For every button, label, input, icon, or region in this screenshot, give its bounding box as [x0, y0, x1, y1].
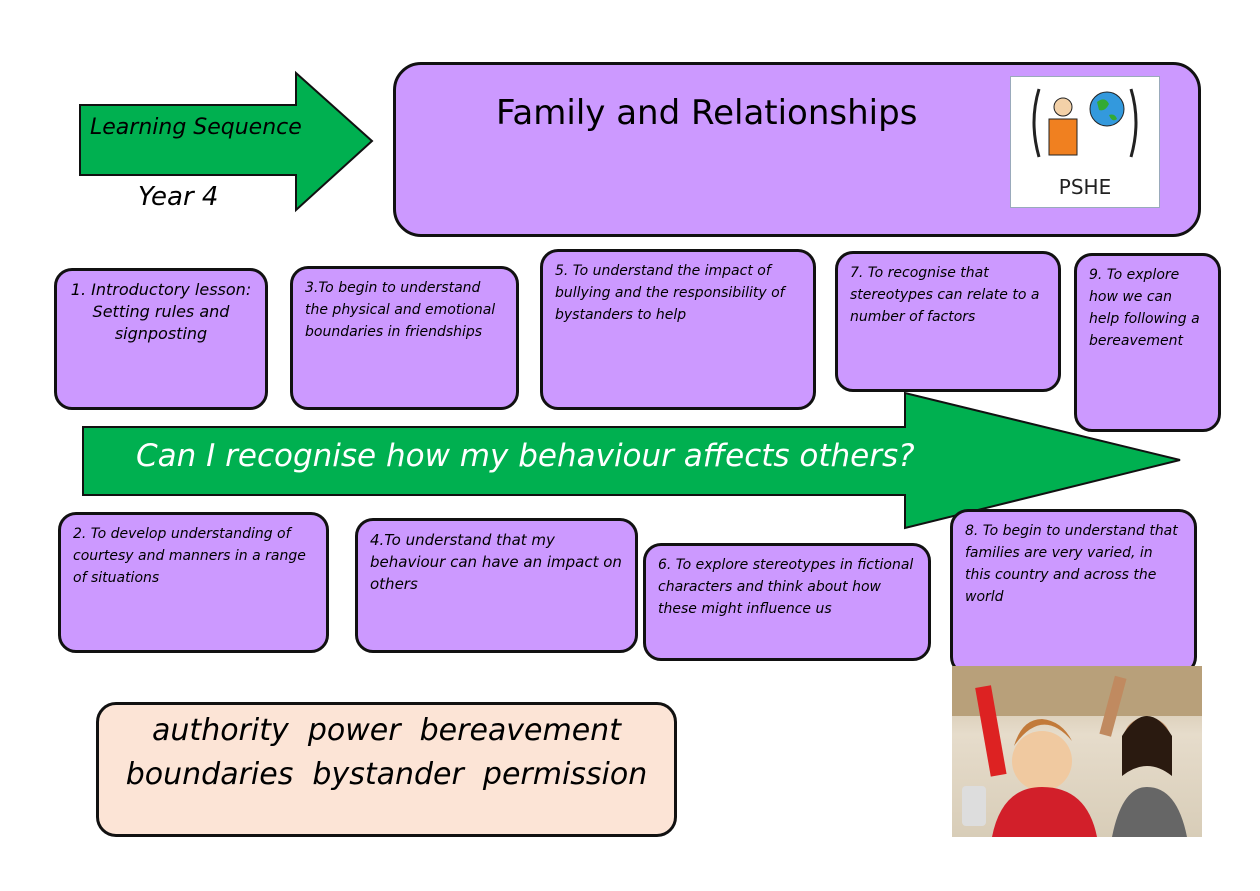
- lesson-6: 6. To explore stereotypes in fictional c…: [643, 543, 931, 661]
- lesson-7: 7. To recognise that stereotypes can rel…: [835, 251, 1061, 392]
- pshe-icon: PSHE: [1010, 76, 1160, 208]
- lesson-2: 2. To develop understanding of courtesy …: [58, 512, 329, 653]
- vocabulary-line-1: authority power bereavement: [152, 713, 621, 748]
- learning-sequence-arrow: [79, 70, 374, 213]
- learning-sequence-label: Learning Sequence: [90, 115, 302, 140]
- lesson-3: 3.To begin to understand the physical an…: [290, 266, 519, 410]
- vocabulary-box: authority power bereavement boundaries b…: [96, 702, 677, 837]
- classroom-photo: [952, 666, 1202, 837]
- lesson-9: 9. To explore how we can help following …: [1074, 253, 1221, 432]
- lesson-8: 8. To begin to understand that families …: [950, 509, 1197, 675]
- lesson-5: 5. To understand the impact of bullying …: [540, 249, 816, 410]
- page-title: Family and Relationships: [496, 93, 918, 133]
- title-box: Family and Relationships PSHE: [393, 62, 1201, 237]
- lesson-1: 1. Introductory lesson: Setting rules an…: [54, 268, 268, 410]
- person-globe-icon: [1032, 88, 1138, 158]
- pshe-label: PSHE: [1058, 175, 1112, 199]
- key-question: Can I recognise how my behaviour affects…: [136, 438, 915, 474]
- lesson-4: 4.To understand that my behaviour can ha…: [355, 518, 638, 653]
- vocabulary-line-2: boundaries bystander permission: [125, 757, 648, 792]
- question-arrow: [82, 391, 1181, 530]
- year-label: Year 4: [138, 182, 219, 212]
- children-raising-hands-image: [952, 666, 1202, 837]
